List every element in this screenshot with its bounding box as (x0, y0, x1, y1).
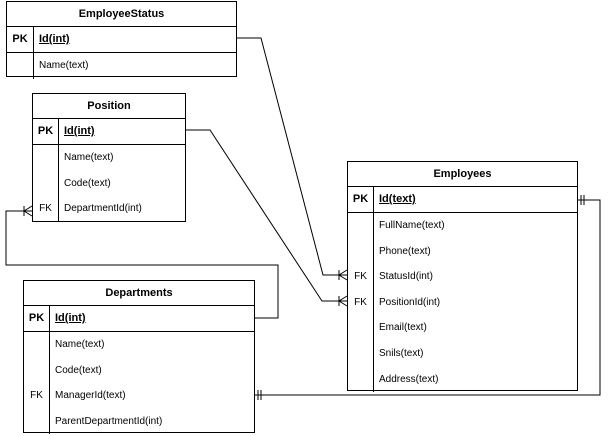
pk-marker: PK (28, 312, 45, 324)
field-row: Name(text) (24, 332, 254, 358)
field-row: FK PositionId(int) (348, 290, 577, 316)
entity-title: EmployeeStatus (7, 2, 236, 27)
field-row: Address(text) (348, 367, 577, 393)
field-name: Name(text) (64, 152, 114, 163)
entity-departments[interactable]: Departments PK Id(int) Name(text) Code(t… (23, 280, 255, 435)
entity-title: Departments (24, 281, 254, 306)
one-marker-managerid (257, 390, 262, 400)
pk-field: Id(int) (64, 125, 95, 137)
primary-key-row: PK Id(int) (33, 119, 185, 145)
pk-field: Id(int) (55, 312, 86, 324)
field-row: Code(text) (33, 171, 185, 197)
crowfoot-many-statusid (338, 269, 348, 281)
field-name: Snils(text) (379, 347, 424, 359)
pk-field: Id(text) (379, 193, 416, 205)
field-list: Name(text) Code(text) FK ManagerId(text)… (24, 332, 254, 435)
field-name: ManagerId(text) (55, 390, 126, 402)
connector-position-to-employees (185, 129, 347, 302)
one-marker-employees-id (580, 195, 585, 205)
field-name: StatusId(int) (379, 271, 433, 283)
key-marker: FK (39, 203, 52, 215)
key-marker (7, 53, 33, 79)
primary-key-row: PK Id(int) (24, 306, 254, 332)
field-name: Email(text) (379, 322, 427, 334)
field-list: FullName(text) Phone(text) FK StatusId(i… (348, 213, 577, 393)
entity-title: Position (33, 94, 185, 119)
key-marker: FK (354, 271, 367, 283)
field-row: Code(text) (24, 358, 254, 384)
field-row: Name(text) (33, 145, 185, 171)
connector-employees-to-departments (254, 199, 601, 396)
connector-departments-to-position (5, 210, 279, 319)
entity-title: Employees (348, 162, 577, 187)
field-name: FullName(text) (379, 220, 445, 231)
field-name: DepartmentId(int) (64, 203, 142, 215)
key-marker (348, 213, 373, 239)
pk-marker: PK (12, 33, 28, 45)
field-row: FK DepartmentId(int) (33, 196, 185, 222)
primary-key-row: PK Id(int) (7, 27, 236, 53)
field-name: Code(text) (64, 177, 111, 189)
field-name: Phone(text) (379, 245, 431, 257)
field-list: Name(text) (7, 53, 236, 79)
crowfoot-many-departmentid (23, 205, 33, 217)
field-name: ParentDepartmentId(int) (55, 415, 163, 427)
key-marker: FK (354, 296, 367, 308)
field-row: Name(text) (7, 53, 236, 79)
field-name: Code(text) (55, 364, 102, 376)
field-row: Email(text) (348, 315, 577, 341)
field-name: Address(text) (379, 373, 439, 385)
field-name: Name(text) (39, 60, 89, 71)
key-marker (33, 145, 58, 171)
entity-employees[interactable]: Employees PK Id(text) FullName(text) Pho… (347, 161, 578, 393)
field-row: ParentDepartmentId(int) (24, 409, 254, 435)
entity-position[interactable]: Position PK Id(int) Name(text) Code(text… (32, 93, 186, 222)
field-row: Snils(text) (348, 341, 577, 367)
key-marker (348, 367, 373, 393)
connector-status-to-employees (236, 37, 347, 276)
key-marker (348, 341, 373, 367)
field-row: Phone(text) (348, 239, 577, 265)
field-name: PositionId(int) (379, 296, 441, 308)
field-row: FullName(text) (348, 213, 577, 239)
primary-key-row: PK Id(text) (348, 187, 577, 213)
key-marker (348, 239, 373, 265)
key-marker (24, 358, 49, 384)
key-marker (348, 315, 373, 341)
pk-marker: PK (37, 125, 54, 137)
field-row: FK StatusId(int) (348, 264, 577, 290)
pk-marker: PK (352, 193, 369, 205)
crowfoot-many-positionid (338, 295, 348, 307)
key-marker (24, 409, 49, 435)
field-row: FK ManagerId(text) (24, 383, 254, 409)
entity-employee-status[interactable]: EmployeeStatus PK Id(int) Name(text) (6, 1, 237, 79)
key-marker (33, 171, 58, 197)
key-marker: FK (30, 390, 43, 402)
field-name: Name(text) (55, 339, 105, 350)
field-list: Name(text) Code(text) FK DepartmentId(in… (33, 145, 185, 222)
pk-field: Id(int) (39, 33, 70, 45)
key-marker (24, 332, 49, 358)
